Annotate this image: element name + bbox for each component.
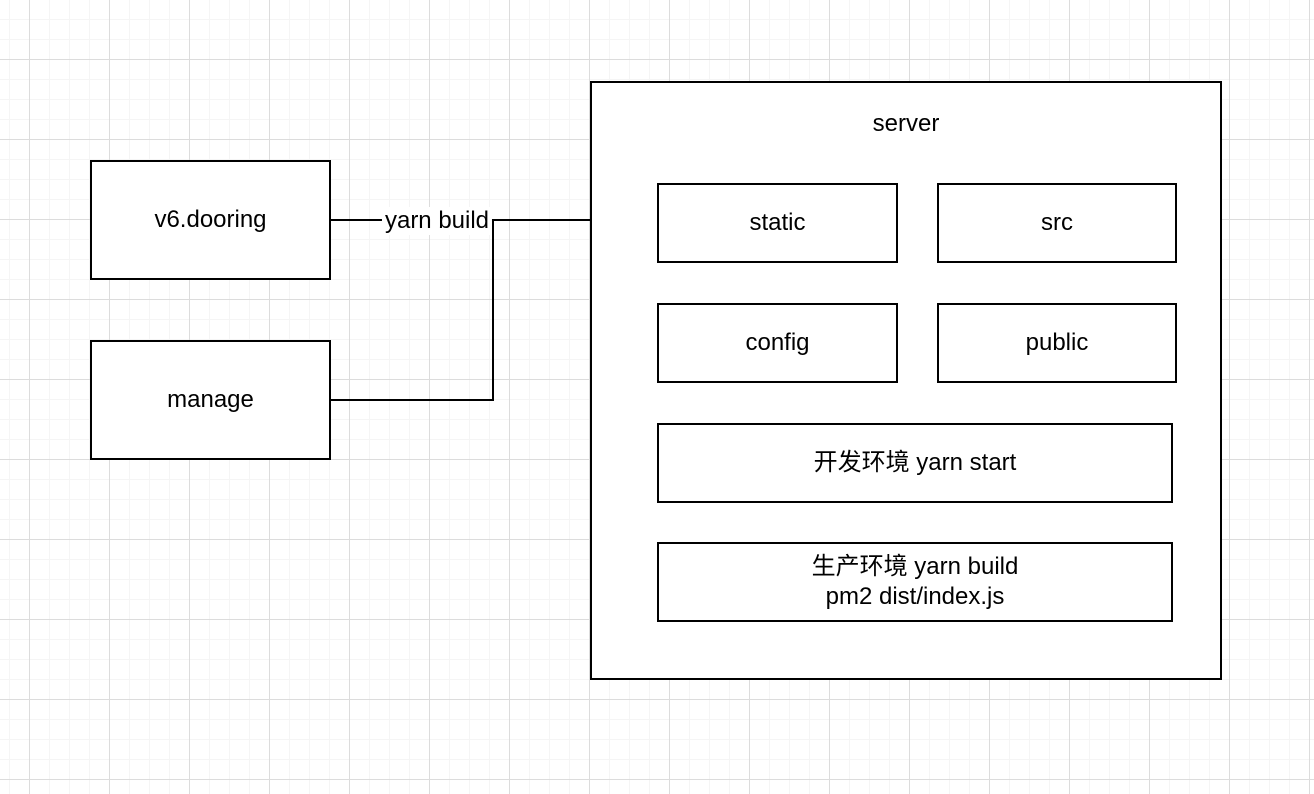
node-prod-env-label: 生产环境 yarn build pm2 dist/index.js [812,552,1019,612]
node-src: src [937,183,1177,263]
node-config-label: config [745,329,810,356]
edge-label-yarn-build: yarn build [381,207,493,235]
node-server-title: server [872,110,940,137]
node-v6-dooring-label: v6.dooring [154,206,267,233]
node-static: static [657,183,898,263]
node-dev-env-label: 开发环境 yarn start [813,449,1017,476]
node-manage-label: manage [167,386,254,413]
node-v6-dooring: v6.dooring [90,160,331,280]
node-dev-env: 开发环境 yarn start [657,423,1173,503]
node-manage: manage [90,340,331,460]
node-prod-env-label-line1: 生产环境 yarn build [811,553,1019,580]
node-prod-env: 生产环境 yarn build pm2 dist/index.js [657,542,1173,622]
edge-manage-vertical-segment [492,219,494,401]
node-src-label: src [1041,209,1073,236]
node-public: public [937,303,1177,383]
node-config: config [657,303,898,383]
node-public-label: public [1025,329,1089,356]
node-static-label: static [749,209,806,236]
edge-manage-horizontal-segment [331,399,493,401]
node-prod-env-label-line2: pm2 dist/index.js [825,583,1005,610]
node-server: server static src config public 开发环境 yar… [590,81,1222,680]
